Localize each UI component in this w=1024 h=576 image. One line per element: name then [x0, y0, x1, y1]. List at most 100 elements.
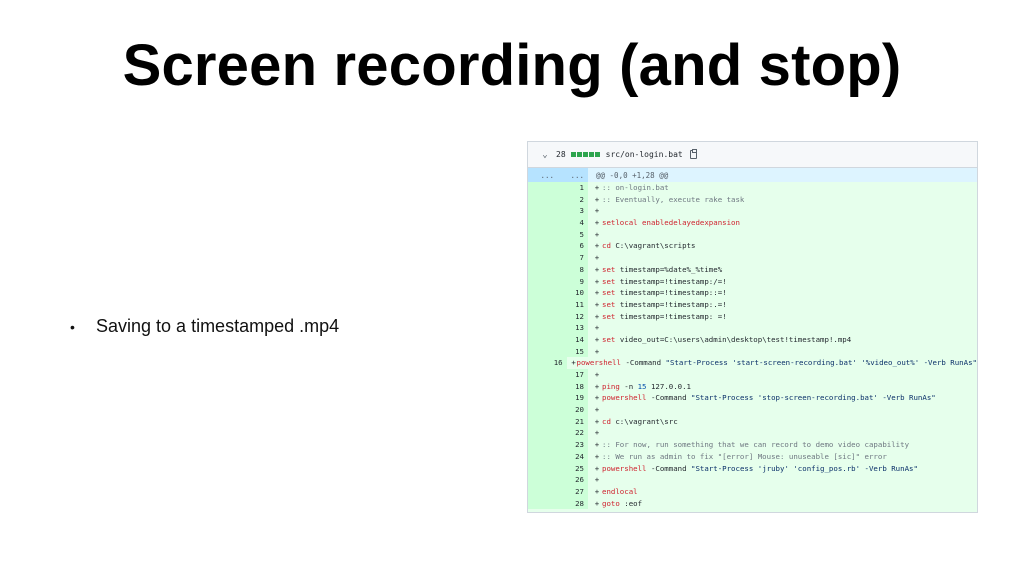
new-line-number[interactable]: 17: [558, 369, 588, 381]
new-line-number[interactable]: 27: [558, 485, 588, 498]
new-line-number[interactable]: 2: [558, 193, 588, 206]
diff-line[interactable]: 19+powershell -Command "Start-Process 's…: [528, 392, 977, 405]
new-line-number[interactable]: 23: [558, 439, 588, 451]
new-line-number[interactable]: 6: [558, 240, 588, 253]
diff-line[interactable]: 26+: [528, 474, 977, 486]
old-line-number[interactable]: [528, 322, 558, 334]
diff-line[interactable]: 27+endlocal: [528, 485, 977, 498]
new-line-number[interactable]: 22: [558, 427, 588, 440]
old-line-number[interactable]: [528, 474, 558, 486]
old-line-number[interactable]: [528, 415, 558, 428]
diff-line[interactable]: 18+ping -n 15 127.0.0.1: [528, 380, 977, 393]
old-line-number[interactable]: [528, 427, 558, 440]
old-line-number[interactable]: [528, 287, 558, 299]
code-token: set: [602, 264, 620, 274]
old-line-number[interactable]: [528, 182, 558, 194]
diff-line[interactable]: 15+: [528, 345, 977, 358]
old-line-number[interactable]: [528, 333, 558, 346]
chevron-down-icon[interactable]: ⌄: [542, 149, 548, 160]
old-line-number[interactable]: [528, 193, 558, 206]
diff-sign: +: [594, 229, 600, 239]
diff-line[interactable]: 23+:: For now, run something that we can…: [528, 439, 977, 451]
diff-line[interactable]: 28+goto :eof: [528, 497, 977, 510]
code-token: timestamp=!timestamp:/=!: [619, 276, 727, 286]
new-line-number[interactable]: 7: [558, 252, 588, 264]
new-line-number[interactable]: 26: [558, 474, 588, 486]
diff-line[interactable]: 6+cd C:\vagrant\scripts: [528, 240, 977, 253]
diff-line[interactable]: 7+: [528, 252, 977, 264]
code-token: set: [602, 288, 620, 298]
diff-line[interactable]: 16+powershell -Command "Start-Process 's…: [528, 357, 977, 369]
diff-line[interactable]: 5+: [528, 228, 977, 241]
diff-change-count: 28: [556, 150, 566, 159]
old-line-number[interactable]: [528, 392, 558, 405]
diff-line[interactable]: 1+:: on-login.bat: [528, 182, 977, 194]
new-line-number[interactable]: 20: [558, 404, 588, 416]
hunk-header[interactable]: ... ... @@ -0,0 +1,28 @@: [528, 168, 977, 182]
diff-line[interactable]: 14+set video_out=C:\users\admin\desktop\…: [528, 333, 977, 346]
old-line-number[interactable]: [528, 462, 558, 475]
copy-icon[interactable]: [689, 149, 697, 159]
new-line-number[interactable]: 9: [558, 275, 588, 288]
diff-line[interactable]: 3+: [528, 205, 977, 218]
diff-line[interactable]: 21+cd c:\vagrant\src: [528, 415, 977, 428]
diff-line[interactable]: 25+powershell -Command "Start-Process 'j…: [528, 462, 977, 475]
diff-line[interactable]: 4+setlocal enabledelayedexpansion: [528, 217, 977, 229]
old-line-number[interactable]: [528, 275, 558, 288]
diff-line[interactable]: 10+set timestamp=!timestamp::=!: [528, 287, 977, 299]
new-line-number[interactable]: 15: [558, 345, 588, 358]
diff-line[interactable]: 24+:: We run as admin to fix "[error] Mo…: [528, 450, 977, 463]
new-line-number[interactable]: 4: [558, 217, 588, 229]
old-line-number[interactable]: [528, 252, 558, 264]
code-token: -n: [624, 381, 638, 391]
old-line-number[interactable]: [528, 263, 558, 276]
old-line-number[interactable]: [528, 345, 558, 358]
old-line-number[interactable]: [528, 497, 558, 510]
new-line-number[interactable]: 25: [558, 462, 588, 475]
old-line-number[interactable]: [528, 369, 558, 381]
code-token: setlocal enabledelayedexpansion: [602, 218, 740, 228]
old-line-number[interactable]: [528, 380, 558, 393]
old-line-number[interactable]: [528, 404, 558, 416]
diff-line[interactable]: 8+set timestamp=%date%_%time%: [528, 263, 977, 276]
diff-line[interactable]: 17+: [528, 369, 977, 381]
new-line-number[interactable]: 3: [558, 205, 588, 218]
bullet-item: • Saving to a timestamped .mp4: [70, 316, 339, 337]
code-token: :: on-login.bat: [602, 183, 669, 192]
new-line-number[interactable]: 14: [558, 333, 588, 346]
old-line-number[interactable]: [528, 310, 558, 323]
new-line-number[interactable]: 19: [558, 392, 588, 405]
new-line-number[interactable]: 24: [558, 450, 588, 463]
old-line-number[interactable]: [528, 205, 558, 218]
new-line-number[interactable]: 11: [558, 298, 588, 311]
diff-line[interactable]: 11+set timestamp=!timestamp:.=!: [528, 298, 977, 311]
old-line-number[interactable]: [528, 450, 558, 463]
new-line-number[interactable]: 18: [558, 380, 588, 393]
diff-line[interactable]: 2+:: Eventually, execute rake task: [528, 193, 977, 206]
new-line-number[interactable]: 21: [558, 415, 588, 428]
diff-filename[interactable]: src/on-login.bat: [605, 150, 683, 159]
old-line-number[interactable]: [528, 485, 558, 498]
diff-sign: +: [594, 288, 600, 298]
new-line-number[interactable]: 12: [558, 310, 588, 323]
old-line-number[interactable]: [528, 439, 558, 451]
slide-title: Screen recording (and stop): [122, 33, 902, 98]
old-line-number[interactable]: [528, 228, 558, 241]
new-line-number[interactable]: 16: [547, 357, 567, 369]
new-line-number[interactable]: 28: [558, 497, 588, 510]
new-line-number[interactable]: 5: [558, 228, 588, 241]
old-line-number[interactable]: [528, 298, 558, 311]
old-line-number[interactable]: [528, 357, 548, 369]
diff-line[interactable]: 9+set timestamp=!timestamp:/=!: [528, 275, 977, 288]
new-line-number[interactable]: 1: [558, 182, 588, 194]
old-line-number[interactable]: [528, 240, 558, 253]
diff-line[interactable]: 20+: [528, 404, 977, 416]
new-line-number[interactable]: 10: [558, 287, 588, 299]
diff-line[interactable]: 12+set timestamp=!timestamp: =!: [528, 310, 977, 323]
new-line-number[interactable]: 13: [558, 322, 588, 334]
diff-line[interactable]: 13+: [528, 322, 977, 334]
old-line-number[interactable]: [528, 217, 558, 229]
code-text: powershell -Command "Start-Process 'jrub…: [602, 463, 918, 475]
new-line-number[interactable]: 8: [558, 263, 588, 276]
diff-line[interactable]: 22+: [528, 427, 977, 440]
